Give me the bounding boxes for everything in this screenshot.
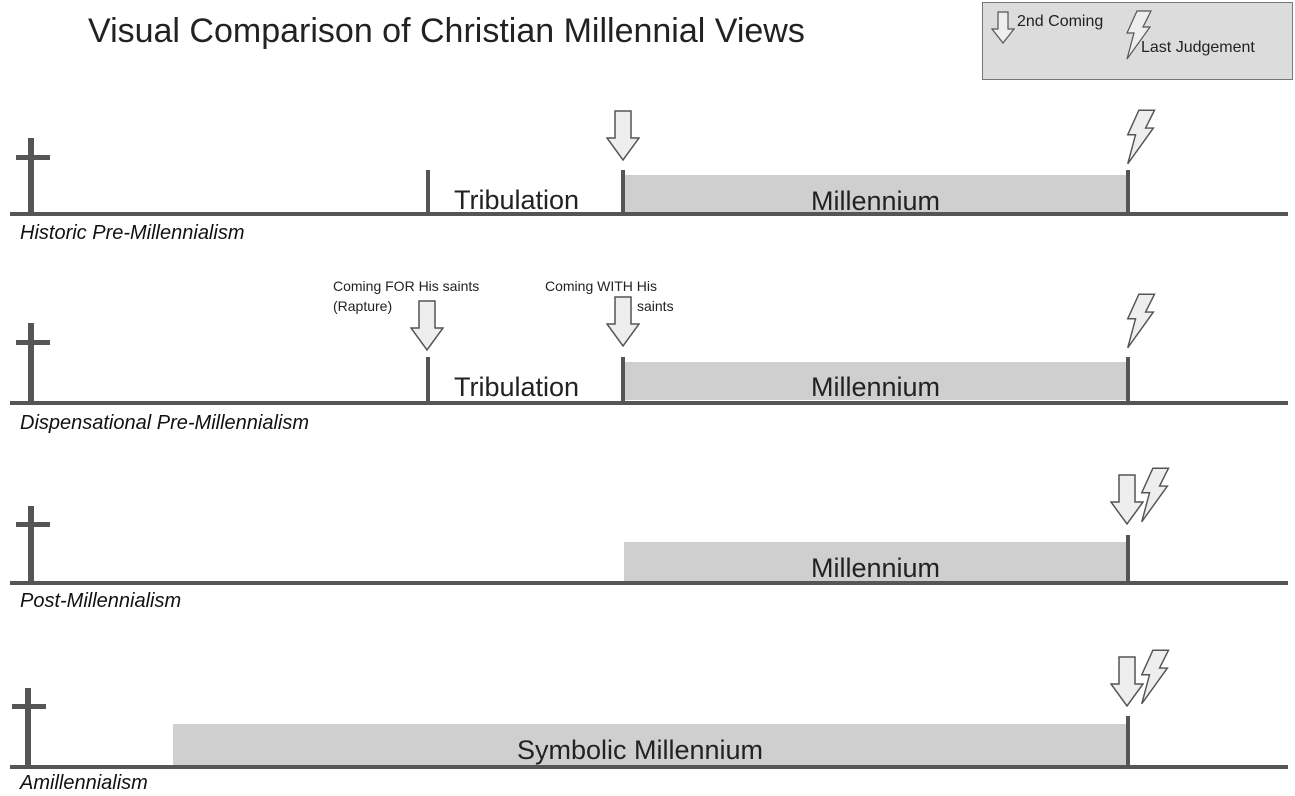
millennium-end-tick bbox=[1126, 357, 1130, 401]
second-coming-arrow-icon bbox=[1110, 474, 1144, 526]
last-judgement-lightning-icon bbox=[1126, 109, 1156, 165]
millennium-label: Millennium bbox=[810, 372, 941, 402]
second-coming-arrow-icon bbox=[606, 110, 640, 162]
cross-icon bbox=[28, 506, 34, 584]
millennium-label: Millennium bbox=[810, 186, 941, 216]
cross-icon-bar bbox=[16, 340, 50, 345]
row-label-historic: Historic Pre-Millennialism bbox=[20, 222, 245, 244]
coming-with-saints-note: Coming WITH His saints bbox=[545, 276, 674, 316]
tribulation-start-tick bbox=[426, 170, 430, 214]
cross-icon bbox=[28, 138, 34, 216]
timeline-baseline bbox=[10, 581, 1288, 585]
legend-second-coming-label: 2nd Coming bbox=[1017, 13, 1104, 30]
lightning-icon bbox=[1126, 10, 1152, 60]
row-label-post: Post-Millennialism bbox=[20, 590, 182, 612]
row-label-amil: Amillennialism bbox=[20, 772, 148, 794]
cross-icon bbox=[28, 323, 34, 403]
diagram-title: Visual Comparison of Christian Millennia… bbox=[88, 12, 805, 50]
cross-icon-bar bbox=[16, 155, 50, 160]
last-judgement-lightning-icon bbox=[1140, 467, 1170, 523]
millennium-end-tick bbox=[1126, 170, 1130, 214]
timeline-baseline bbox=[10, 401, 1288, 405]
cross-icon bbox=[25, 688, 31, 766]
second-coming-arrow-icon bbox=[1110, 656, 1144, 708]
tribulation-label: Tribulation bbox=[454, 372, 580, 402]
timeline-baseline bbox=[10, 212, 1288, 216]
row-label-dispensational: Dispensational Pre-Millennialism bbox=[20, 412, 310, 434]
tribulation-label: Tribulation bbox=[454, 185, 580, 215]
tribulation-start-tick bbox=[426, 357, 430, 401]
coming-with-note-line1: Coming WITH His bbox=[545, 278, 658, 294]
second-coming-arrow-icon bbox=[606, 296, 640, 348]
last-judgement-lightning-icon bbox=[1140, 649, 1170, 705]
symbolic-millennium-label: Symbolic Millennium bbox=[516, 735, 764, 765]
millennium-start-tick bbox=[621, 170, 625, 214]
millennium-band bbox=[624, 362, 1127, 400]
legend-box: 2nd Coming Last Judgement bbox=[982, 2, 1293, 80]
millennium-band bbox=[624, 542, 1127, 582]
rapture-note-line2: (Rapture) bbox=[333, 298, 393, 314]
timeline-baseline bbox=[10, 765, 1288, 769]
legend-last-judgement-label: Last Judgement bbox=[1141, 39, 1255, 56]
rapture-note: Coming FOR His saints (Rapture) bbox=[333, 276, 479, 316]
last-judgement-lightning-icon bbox=[1126, 293, 1156, 349]
rapture-note-line1: Coming FOR His saints bbox=[333, 278, 480, 294]
millennium-start-tick bbox=[621, 357, 625, 401]
cross-icon-bar bbox=[16, 522, 50, 527]
millennium-end-tick bbox=[1126, 716, 1130, 766]
millennium-band bbox=[624, 175, 1127, 214]
millennium-label: Millennium bbox=[810, 553, 941, 583]
rapture-arrow-icon bbox=[410, 300, 444, 352]
coming-with-note-line2: saints bbox=[637, 298, 674, 314]
symbolic-millennium-band bbox=[173, 724, 1127, 766]
millennium-end-tick bbox=[1126, 535, 1130, 583]
cross-icon-bar bbox=[12, 704, 46, 709]
down-arrow-icon bbox=[991, 11, 1015, 44]
